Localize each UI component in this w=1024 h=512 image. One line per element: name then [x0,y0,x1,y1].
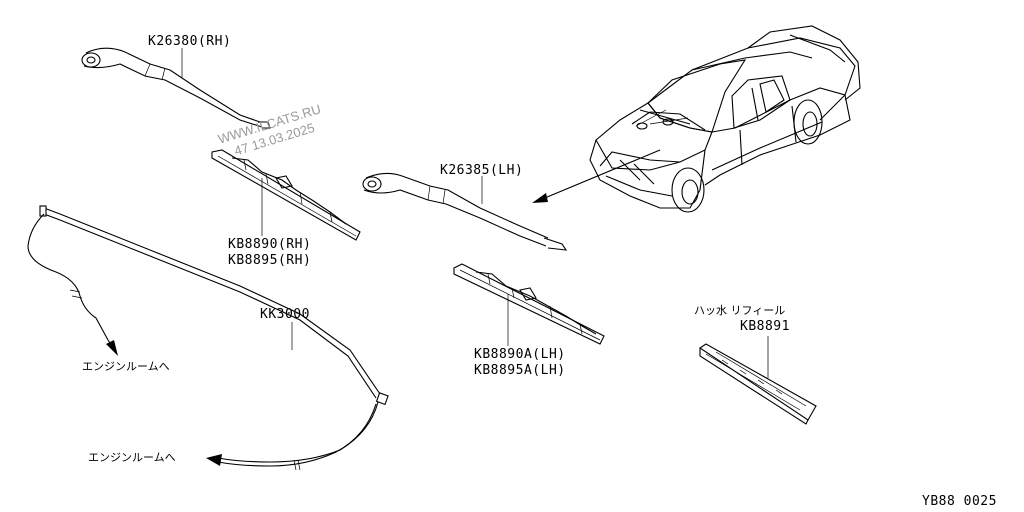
label-refill: KB8891 [740,319,790,334]
car-illustration [589,25,861,213]
label-arm-lh: K26385(LH) [440,163,523,178]
label-blade-lh-2: KB8895A(LH) [474,363,566,378]
wiper-blade-rh [211,149,361,241]
label-arm-rh: K26380(RH) [148,34,231,49]
label-hose: KK3000 [260,307,310,322]
label-refill-caption: ハッ水 リフィール [694,304,785,317]
wiper-blade-lh [453,263,605,345]
wiper-arm-lh [362,172,568,251]
blade-refill [699,343,817,425]
leader-lines [181,48,769,378]
label-to-engine-1: エンジンルームへ [82,360,170,373]
label-blade-rh-1: KB8890(RH) [228,237,311,252]
label-blade-lh-1: KB8890A(LH) [474,347,566,362]
label-blade-rh-2: KB8895(RH) [228,253,311,268]
wiper-arm-rh [81,47,271,129]
car-reference-arrow [532,149,661,203]
diagram-code: YB88 0025 [922,494,997,509]
washer-hose [27,205,389,471]
label-to-engine-2: エンジンルームへ [88,451,176,464]
